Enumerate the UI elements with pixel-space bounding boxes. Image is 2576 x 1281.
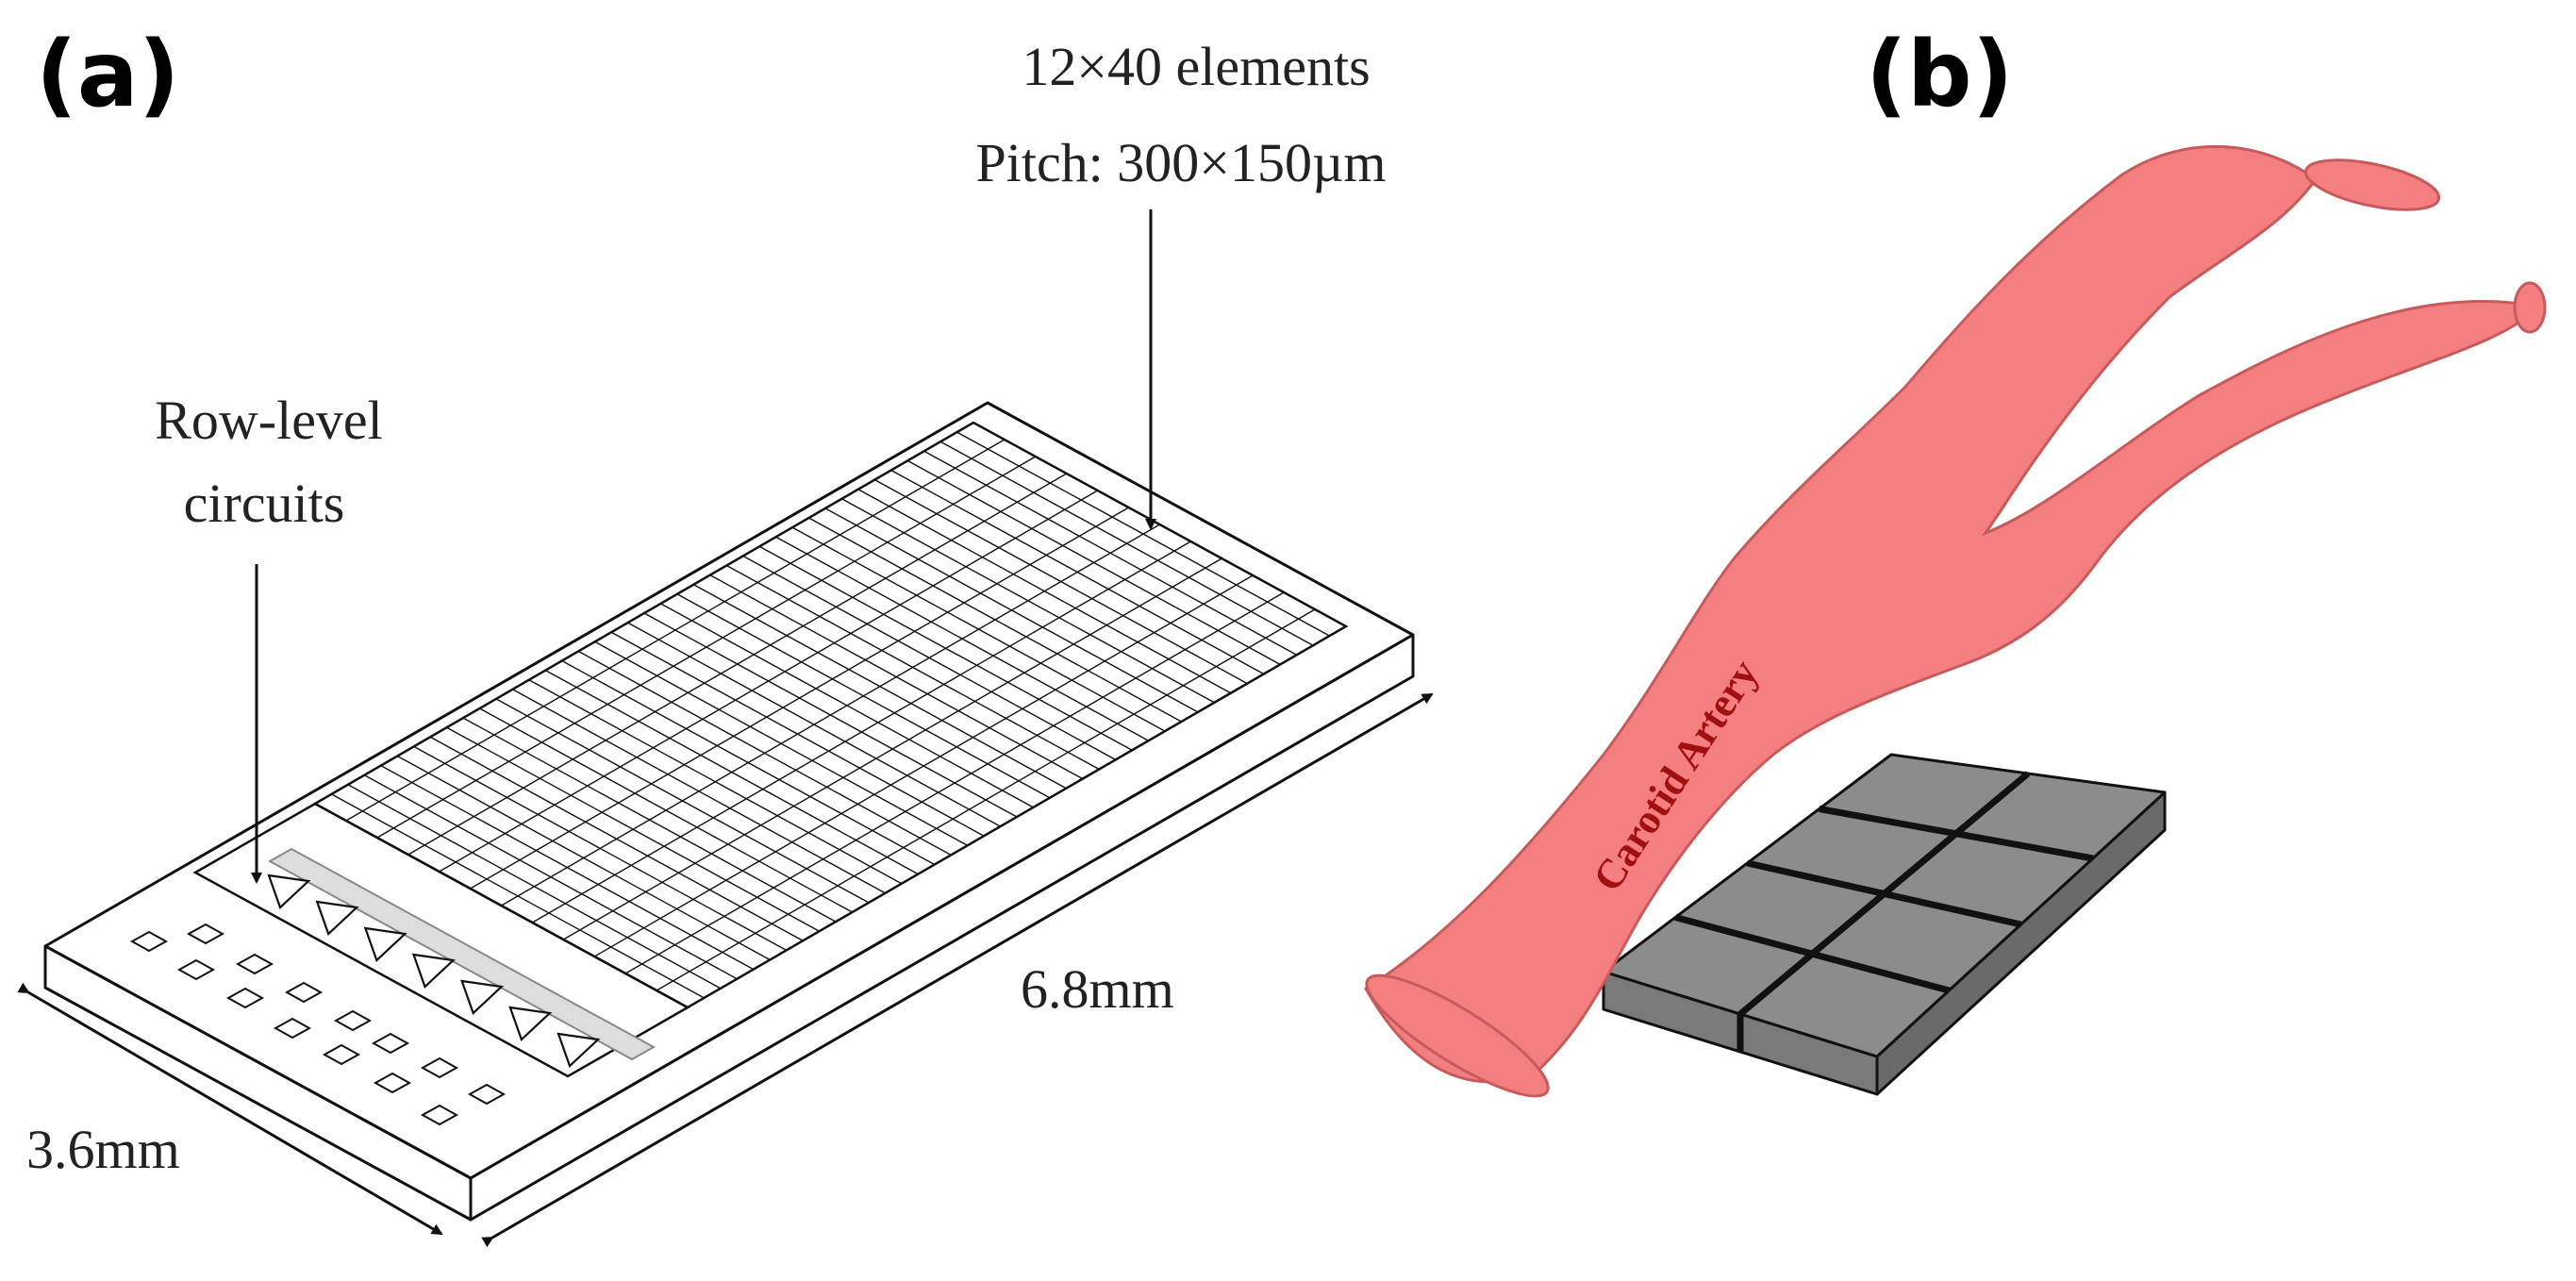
panel-a-label: (a) (36, 22, 180, 127)
length-dimension-label: 6.8mm (1021, 958, 1174, 1020)
elements-count-label: 12×40 elements (1022, 36, 1370, 97)
transducer-block (1602, 753, 2167, 1096)
block-top-face (1602, 753, 2167, 1058)
width-dimension-arrow (17, 982, 443, 1236)
amplifier-triangle (363, 926, 407, 962)
panel-b: (b) Carotid Artery (1363, 22, 2547, 1098)
bond-pad (129, 930, 169, 953)
amplifier-triangle (315, 900, 359, 936)
length-dimension-arrow (481, 692, 1434, 1248)
artery-opening-lower (1365, 973, 1550, 1098)
row-level-label: Row-level (155, 390, 383, 451)
grid-line (345, 439, 1005, 822)
block-element-dividers (1674, 771, 2094, 1052)
panel-b-label: (b) (1866, 22, 2013, 127)
artery-opening-upper (2303, 158, 2441, 211)
block-divider (1737, 771, 2031, 1017)
panel-a: (a) 12×40 elements Pitch: 300×150µm Row-… (17, 22, 1434, 1248)
width-dimension-label: 3.6mm (26, 1119, 180, 1180)
bond-pad (186, 923, 225, 945)
artery-body (1363, 144, 2540, 1084)
bond-pad (176, 958, 216, 981)
pitch-label: Pitch: 300×150µm (975, 132, 1386, 193)
bond-pad (235, 953, 274, 975)
circuits-label: circuits (184, 473, 345, 534)
artery-opening-right (2513, 281, 2547, 334)
amplifier-triangle (267, 873, 311, 909)
amplifier-triangle (411, 953, 456, 989)
